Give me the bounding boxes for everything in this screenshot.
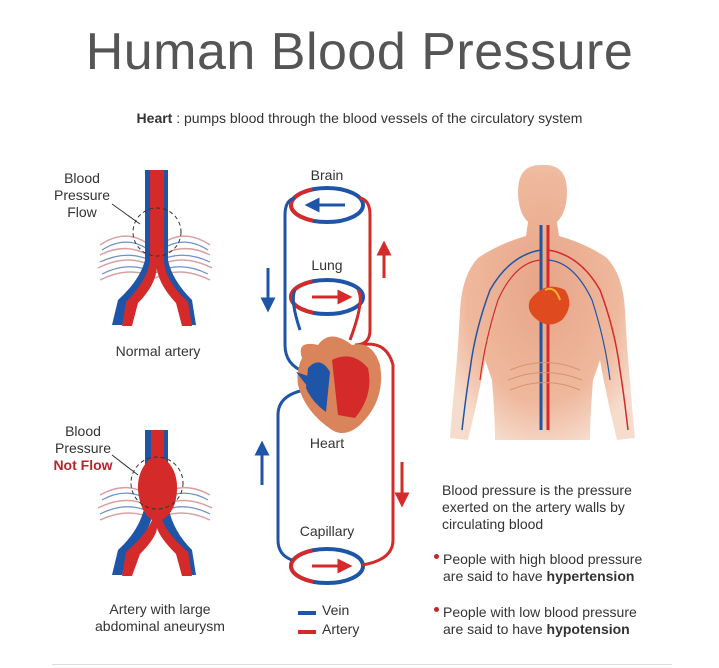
artery-legend-label: Artery bbox=[322, 621, 360, 637]
description-line3: circulating blood bbox=[442, 516, 544, 532]
lung-label: Lung bbox=[311, 257, 343, 273]
aneurysm-label-line2: Pressure bbox=[54, 440, 112, 456]
description: Blood pressure is the pressure exerted o… bbox=[442, 482, 692, 533]
aneurysm-label: Blood Pressure Not Flow bbox=[47, 423, 119, 474]
capillary-label: Capillary bbox=[299, 523, 355, 539]
vein-legend-label: Vein bbox=[322, 602, 350, 618]
normal-caption: Normal artery bbox=[115, 343, 201, 359]
aneurysm-caption: Artery with large abdominal aneurysm bbox=[80, 601, 240, 635]
bullet-low-line1: People with low blood pressure bbox=[443, 604, 637, 620]
normal-label-line1: Blood bbox=[64, 170, 100, 186]
heart-label: Heart bbox=[309, 435, 345, 451]
bullet-high-line1: People with high blood pressure bbox=[443, 551, 643, 567]
description-line2: exerted on the artery walls by bbox=[442, 499, 625, 515]
bullet-low: People with low blood pressure are said … bbox=[434, 604, 694, 638]
page-subtitle: Heart : pumps blood through the blood ve… bbox=[0, 110, 719, 126]
aneurysm-artery-illustration bbox=[97, 430, 213, 576]
normal-label-line2: Pressure bbox=[53, 187, 111, 203]
bottom-divider bbox=[52, 664, 672, 665]
circulation-circuit bbox=[254, 186, 410, 585]
normal-artery-illustration bbox=[97, 170, 213, 326]
page-title: Human Blood Pressure bbox=[85, 23, 634, 81]
bullet-low-term: hypotension bbox=[546, 621, 630, 637]
bullet-high-line2: are said to have bbox=[443, 568, 547, 584]
normal-label-line3: Flow bbox=[67, 204, 97, 220]
subtitle-text: : pumps blood through the blood vessels … bbox=[172, 110, 583, 126]
description-line1: Blood pressure is the pressure bbox=[442, 482, 632, 498]
bullet-dot bbox=[434, 606, 439, 612]
bullet-high-term: hypertension bbox=[546, 568, 635, 584]
brain-label: Brain bbox=[310, 167, 344, 183]
subtitle-bold: Heart bbox=[136, 110, 173, 126]
vein-legend-swatch bbox=[298, 611, 316, 615]
bullet-high: People with high blood pressure are said… bbox=[434, 551, 694, 585]
bullet-low-line2: are said to have bbox=[443, 621, 547, 637]
aneurysm-label-line3: Not Flow bbox=[53, 457, 113, 473]
bullet-dot bbox=[434, 553, 439, 559]
aneurysm-caption-line2: abdominal aneurysm bbox=[95, 618, 225, 634]
aneurysm-caption-line1: Artery with large bbox=[109, 601, 211, 617]
artery-legend-swatch bbox=[298, 630, 316, 634]
human-torso-illustration bbox=[450, 165, 635, 440]
normal-label: Blood Pressure Flow bbox=[52, 170, 112, 221]
aneurysm-label-line1: Blood bbox=[65, 423, 101, 439]
